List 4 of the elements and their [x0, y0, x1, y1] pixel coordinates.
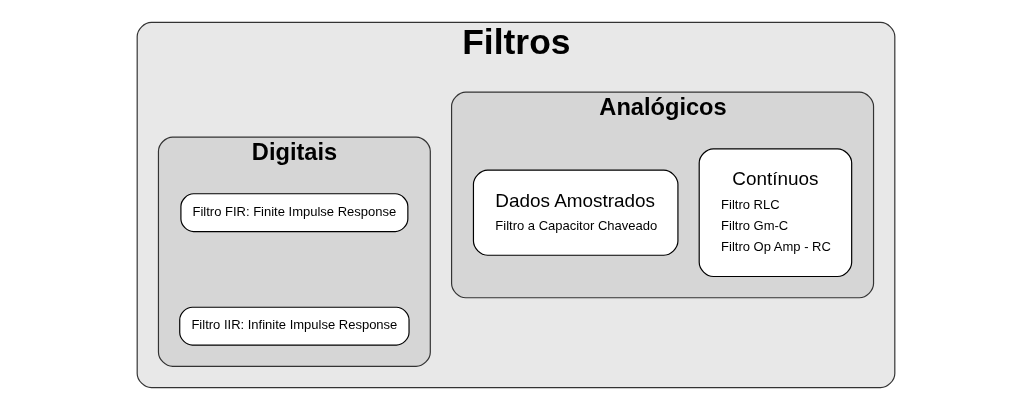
- node-box: Contínuos Filtro RLC Filtro Gm-C Filtro Op Amp - RC: [698, 148, 852, 278]
- node-box: Dados Amostrados Filtro a Capacitor Chaveado: [472, 169, 678, 256]
- node-box: Filtro FIR: Finite Impulse Response: [179, 193, 408, 233]
- node-box: Filtro IIR: Infinite Impulse Response: [178, 306, 410, 346]
